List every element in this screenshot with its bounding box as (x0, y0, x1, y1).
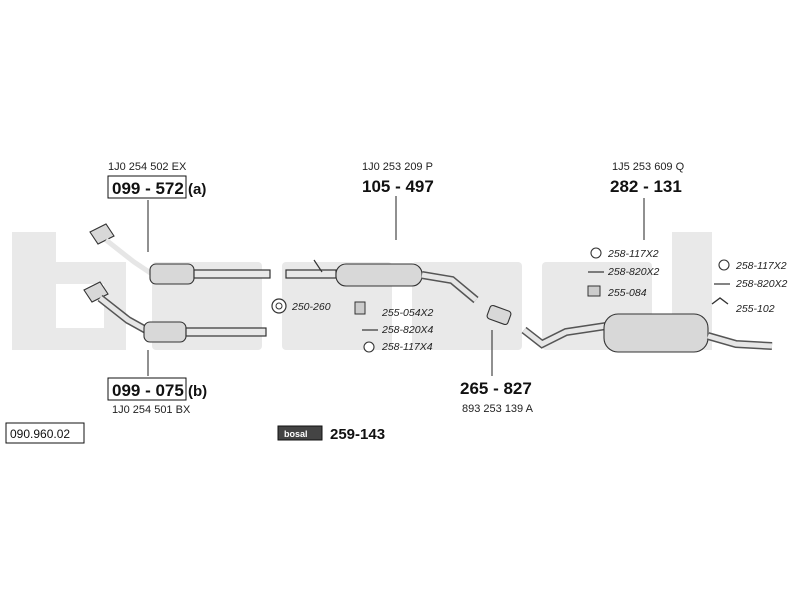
rear-oe-number: 1J5 253 609 Q (612, 161, 685, 173)
hardware-258-117x2-a[interactable]: 258-117X2 (607, 248, 659, 260)
cat-a-oe-number: 1J0 254 502 EX (108, 161, 187, 173)
middle-oe-number: 1J0 253 209 P (362, 161, 433, 173)
reference-code: 090.960.02 (10, 427, 70, 441)
connector-pipe (486, 304, 512, 326)
rear-part-number[interactable]: 282 - 131 (610, 177, 682, 196)
middle-part-number[interactable]: 105 - 497 (362, 177, 434, 196)
connector-part-number[interactable]: 265 - 827 (460, 379, 532, 398)
catalyst-b-pipe (83, 281, 267, 343)
hardware-258-820x2-a[interactable]: 258-820X2 (607, 266, 660, 278)
middle-silencer (285, 259, 479, 304)
mounting-kit-number[interactable]: 259-143 (330, 426, 385, 443)
hanger-icon (354, 301, 366, 315)
nut-icon (718, 259, 730, 271)
clamp-icon (271, 298, 287, 314)
svg-text:bosal: bosal (284, 429, 308, 439)
nut-icon (363, 341, 375, 353)
cat-b-part-number[interactable]: 099 - 075 (112, 381, 184, 400)
rear-silencer (521, 313, 773, 353)
hardware-258-820x2-b[interactable]: 258-820X2 (735, 278, 788, 290)
hardware-255-054x2[interactable]: 255-054X2 (381, 307, 434, 319)
connector-oe-number: 893 253 139 A (462, 403, 534, 415)
rubber-mount-icon (587, 285, 601, 297)
cat-a-part-number[interactable]: 099 - 572 (112, 179, 184, 198)
nut-icon (590, 247, 602, 259)
hanger-icon (711, 297, 729, 305)
hardware-255-102[interactable]: 255-102 (735, 303, 775, 315)
hardware-258-117x4[interactable]: 258-117X4 (381, 341, 433, 353)
reference-code-box (5, 422, 85, 444)
cat-a-suffix: (a) (188, 181, 206, 198)
cat-b-number-box (107, 377, 187, 401)
cat-b-oe-number: 1J0 254 501 BX (112, 404, 191, 416)
hardware-250-260[interactable]: 250-260 (291, 301, 331, 313)
cat-b-suffix: (b) (188, 383, 207, 400)
hardware-258-117x2-b[interactable]: 258-117X2 (735, 260, 787, 272)
hardware-258-820x4[interactable]: 258-820X4 (381, 324, 434, 336)
hardware-255-084[interactable]: 255-084 (607, 287, 647, 299)
cat-a-number-box (107, 175, 187, 199)
mounting-kit-logo: bosal (277, 425, 323, 441)
catalyst-a-pipe (89, 223, 271, 285)
